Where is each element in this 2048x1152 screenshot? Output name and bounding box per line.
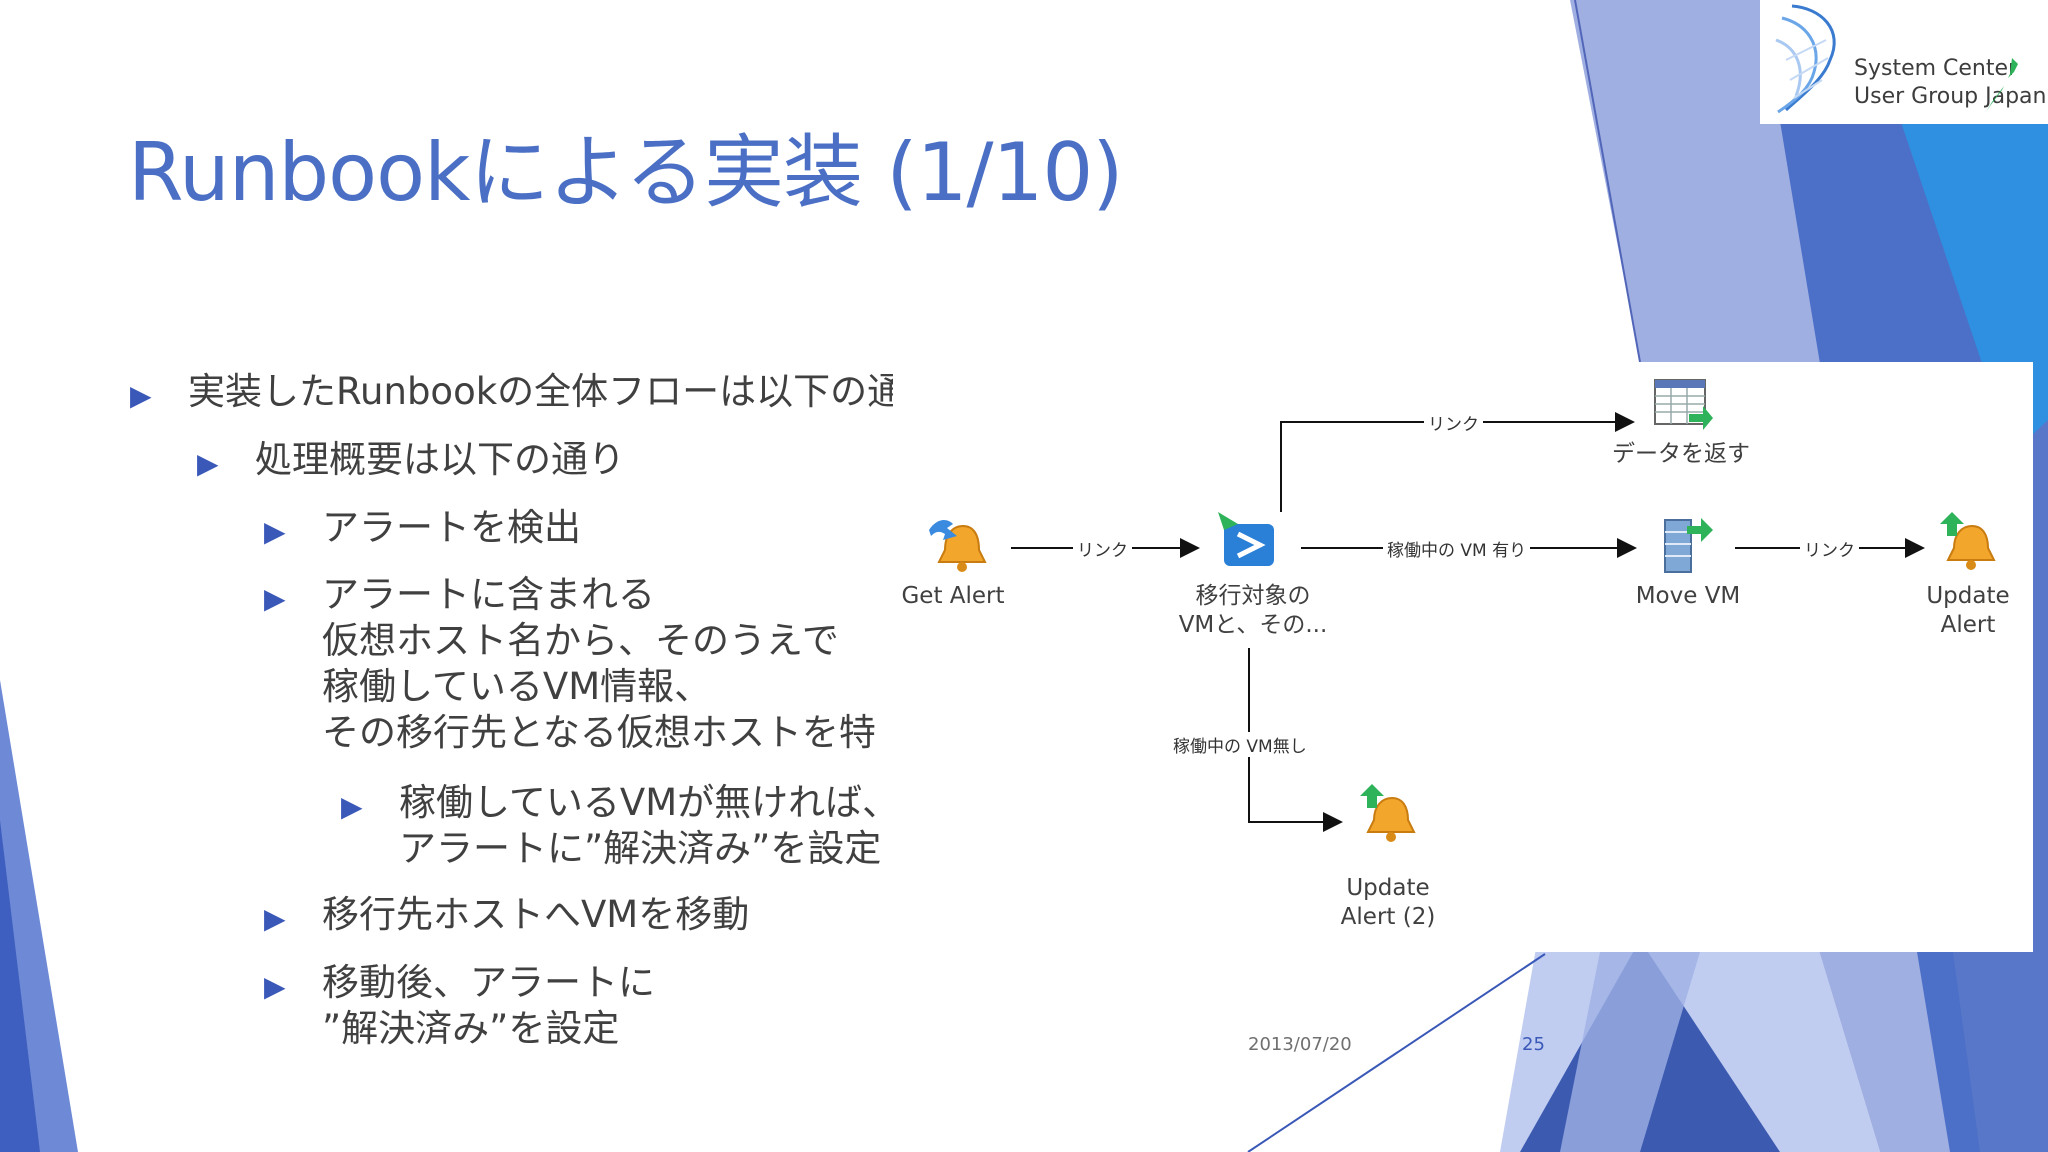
- node-label-get-alert: Get Alert: [901, 583, 1005, 609]
- link-label: リンク: [1424, 410, 1483, 435]
- bullet-arrow-icon: ▶: [264, 902, 286, 935]
- node-label-script: 移行対象の VMと、その...: [1168, 582, 1338, 640]
- workflow-connectors: [1011, 412, 1925, 832]
- system-center-logo-icon: [1775, 4, 1836, 114]
- bullet-text-line: 移動後、アラートに: [322, 961, 655, 1004]
- bullet-text-line: 稼働しているVM情報、: [322, 665, 712, 708]
- node-label-line: VMと、その...: [1178, 612, 1328, 638]
- bullet-level4: ▶ 稼働しているVMが無ければ、 アラートに”解決済み”を設定: [341, 780, 893, 872]
- bullet-level3-multiline: ▶ アラートに含まれる 仮想ホスト名から、そのうえで 稼働しているVM情報、 そ…: [264, 572, 876, 756]
- runbook-workflow-panel: リンク リンク 稼働中の VM 有り リンク 稼働中の VM無し Get Ale…: [893, 362, 2033, 952]
- node-return-data[interactable]: [1651, 374, 1721, 438]
- link-label-vm-present: 稼働中の VM 有り: [1383, 536, 1531, 561]
- bullet-arrow-icon: ▶: [264, 515, 286, 548]
- node-label-line: Alert (2): [1340, 904, 1436, 930]
- powershell-icon: [1218, 512, 1274, 566]
- node-label-line: 移行対象の: [1195, 583, 1311, 609]
- bullet-text-line: 仮想ホスト名から、そのうえで: [322, 619, 839, 662]
- bullet-level2: ▶ 処理概要は以下の通り: [197, 437, 625, 483]
- bullet-arrow-icon: ▶: [197, 447, 219, 480]
- logo-text-line1: System Center: [1854, 56, 2018, 81]
- bullet-arrow-icon: ▶: [341, 790, 363, 823]
- bullet-level3: ▶ アラートを検出: [264, 505, 581, 551]
- node-label-update-alert-2: Update Alert (2): [1308, 874, 1468, 932]
- bullet-text-line: アラートに”解決済み”を設定: [399, 827, 882, 870]
- node-script[interactable]: [1216, 510, 1286, 580]
- node-move-vm[interactable]: [1653, 512, 1723, 582]
- node-label-line: Alert: [1940, 612, 1996, 638]
- bell-icon: [929, 520, 987, 572]
- node-label-line: Update: [1926, 583, 2010, 609]
- return-data-icon: [1654, 379, 1713, 430]
- node-label-line: Update: [1346, 875, 1430, 901]
- slide-title: Runbookによる実装 (1/10): [128, 126, 1123, 219]
- bell-update-icon: [1940, 512, 1996, 570]
- bullet-list: ▶ 実装したRunbookの全体フローは以下の通 ▶ 処理概要は以下の通り ▶ …: [0, 0, 893, 1152]
- bullet-level3: ▶ 移行先ホストへVMを移動: [264, 892, 750, 938]
- bullet-text-line: アラートに含まれる: [322, 573, 655, 616]
- japan-map-icon: [1986, 58, 2018, 112]
- slide-page-number: 25: [1522, 1034, 1545, 1055]
- bullet-arrow-icon: ▶: [264, 970, 286, 1003]
- bullet-level3-multiline: ▶ 移動後、アラートに ”解決済み”を設定: [264, 960, 655, 1052]
- server-move-icon: [1664, 518, 1713, 573]
- node-update-alert[interactable]: [1938, 510, 2008, 580]
- bullet-level1: ▶ 実装したRunbookの全体フローは以下の通: [130, 369, 893, 415]
- bullet-text-line: ”解決済み”を設定: [322, 1007, 620, 1050]
- node-label-return-data: データを返す: [1612, 441, 1750, 467]
- logo-system-center-user-group: System Center User Group Japan: [1760, 0, 2048, 124]
- bullet-text: アラートを検出: [322, 506, 581, 549]
- logo-text-line2: User Group Japan: [1854, 84, 2047, 109]
- bullet-text: 処理概要は以下の通り: [255, 438, 625, 481]
- link-label-vm-absent: 稼働中の VM無し: [1169, 732, 1311, 757]
- bell-update-icon: [1360, 784, 1416, 842]
- bullet-text: 移行先ホストへVMを移動: [322, 893, 750, 936]
- node-get-alert[interactable]: [923, 510, 1003, 590]
- link-label: リンク: [1073, 536, 1132, 561]
- node-label-move-vm: Move VM: [1635, 583, 1741, 609]
- node-label-update-alert: Update Alert: [1908, 582, 2028, 640]
- node-update-alert-2[interactable]: [1358, 782, 1428, 852]
- bullet-text-line: 稼働しているVMが無ければ、: [399, 781, 893, 824]
- bullet-text-line: その移行先となる仮想ホストを特: [322, 711, 876, 754]
- slide-date: 2013/07/20: [1248, 1034, 1352, 1055]
- bullet-arrow-icon: ▶: [130, 379, 152, 412]
- bullet-text: 実装したRunbookの全体フローは以下の通: [188, 370, 893, 413]
- bullet-arrow-icon: ▶: [264, 582, 286, 615]
- link-label: リンク: [1800, 536, 1859, 561]
